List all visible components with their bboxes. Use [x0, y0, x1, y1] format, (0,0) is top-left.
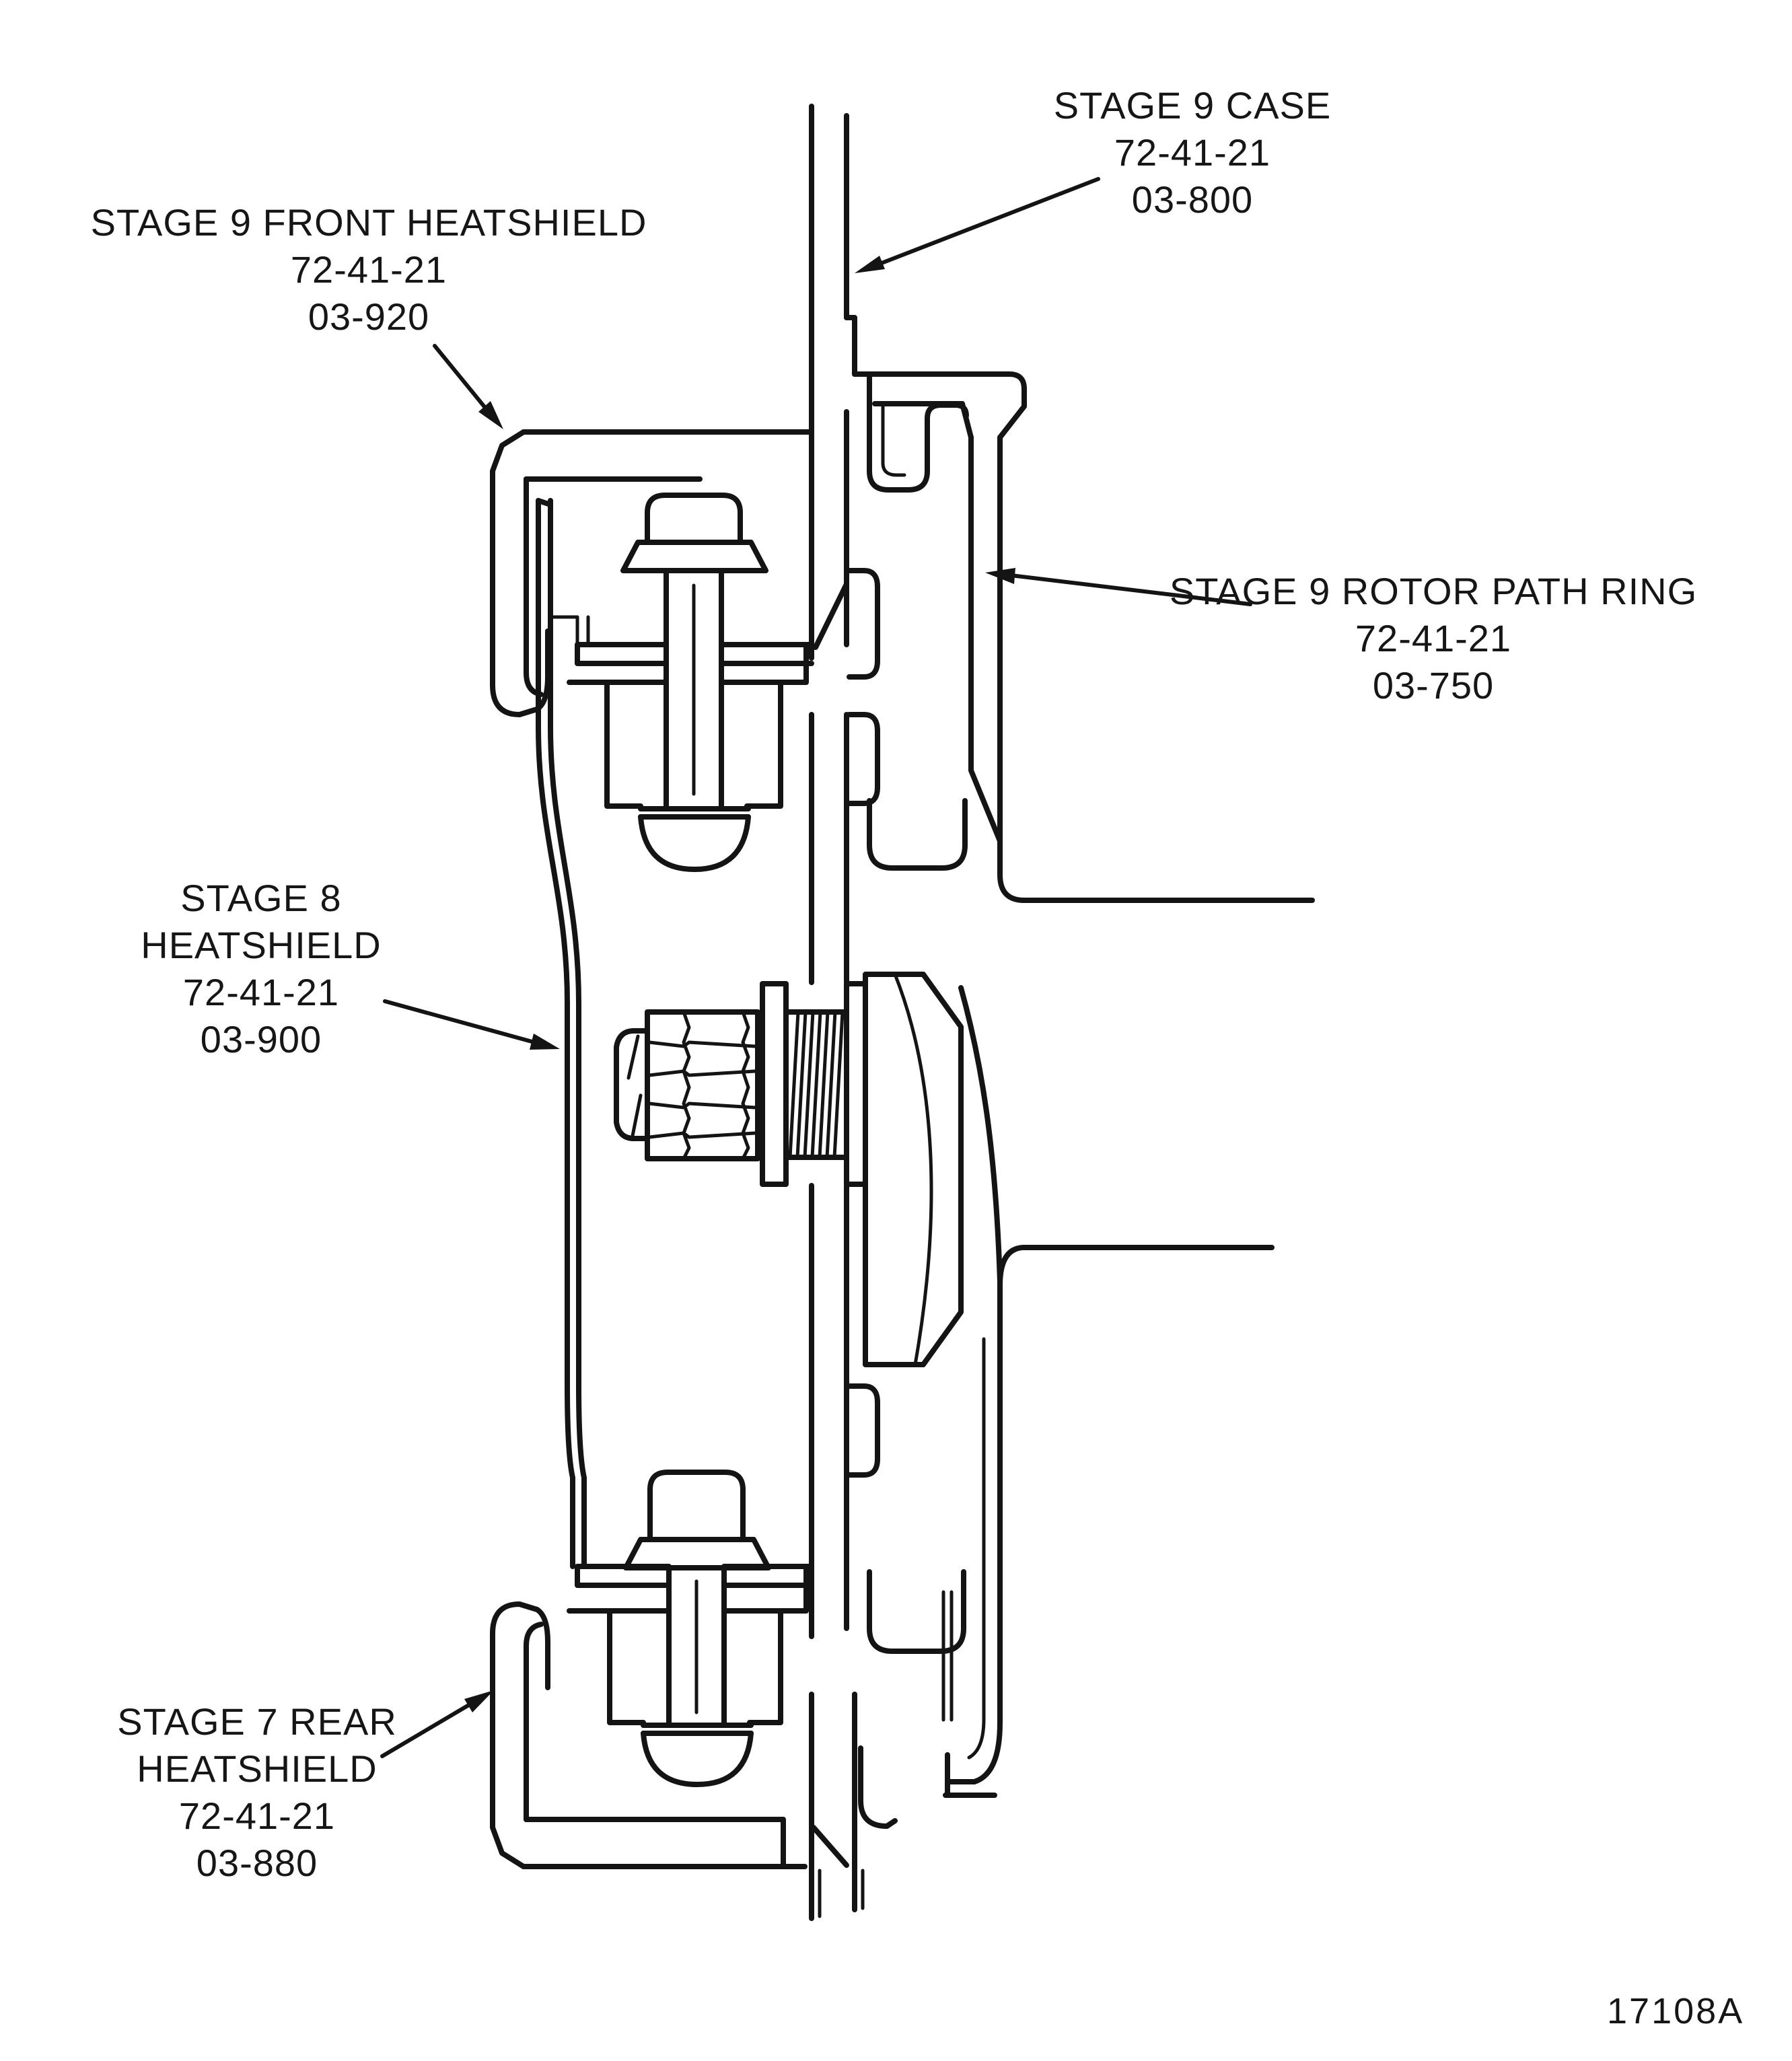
leader-arrow-stage9-front-heatshield [433, 344, 503, 429]
leader-arrow-stage8-heatshield [383, 999, 560, 1050]
case-lower-castellations [847, 1383, 966, 1829]
label-line: 03-920 [308, 295, 430, 338]
label-line: 03-880 [196, 1842, 318, 1884]
label-stage9-case: STAGE 9 CASE 72-41-21 03-800 [1054, 82, 1331, 223]
leader-arrow-stage9-rotor-path-ring [985, 568, 1252, 606]
stage8-heatshield-outline [536, 498, 590, 1569]
arrowhead-icon [464, 1690, 494, 1712]
arrowhead-icon [478, 401, 503, 429]
arrowhead-icon [985, 568, 1015, 584]
label-line: STAGE 9 ROTOR PATH RING [1169, 570, 1698, 612]
label-line: 72-41-21 [290, 248, 447, 291]
label-line: HEATSHIELD [141, 924, 382, 966]
case-upper-castellations [847, 371, 969, 871]
label-line: STAGE 7 REAR [117, 1700, 397, 1743]
label-stage8-heatshield: STAGE 8 HEATSHIELD 72-41-21 03-900 [141, 875, 381, 1063]
label-line: HEATSHIELD [137, 1747, 378, 1790]
label-line: 72-41-21 [1355, 617, 1512, 659]
label-line: 72-41-21 [178, 1795, 336, 1837]
label-line: STAGE 9 CASE [1053, 84, 1332, 126]
leader-arrow-stage7-rear-heatshield [380, 1690, 494, 1758]
figure-number: 17108A [1607, 1991, 1745, 2031]
arrowhead-icon [855, 256, 885, 273]
stage7-rear-heatshield-outline [490, 1601, 808, 1869]
label-line: STAGE 9 FRONT HEATSHIELD [90, 201, 647, 244]
stage9-rotor-path-ring-outline [943, 435, 1315, 1798]
label-line: 03-900 [200, 1018, 322, 1060]
stage9-front-heatshield-outline [490, 429, 814, 717]
label-stage9-rotor-path-ring: STAGE 9 ROTOR PATH RING 72-41-21 03-750 [1170, 568, 1697, 709]
label-line: 72-41-21 [182, 971, 340, 1013]
center-nut-and-stud [614, 972, 964, 1367]
label-line: 03-750 [1372, 664, 1495, 707]
label-line: STAGE 8 [180, 877, 342, 919]
label-stage9-front-heatshield: STAGE 9 FRONT HEATSHIELD 72-41-21 03-920 [91, 199, 647, 340]
label-stage7-rear-heatshield: STAGE 7 REAR HEATSHIELD 72-41-21 03-880 [117, 1698, 397, 1887]
upper-bolt-joint [567, 493, 814, 872]
label-line: 72-41-21 [1114, 131, 1271, 174]
label-line: 03-800 [1131, 178, 1254, 221]
leader-arrow-stage9-case [855, 177, 1100, 273]
arrowhead-icon [530, 1034, 560, 1050]
lower-bolt-joint [567, 1470, 814, 1787]
